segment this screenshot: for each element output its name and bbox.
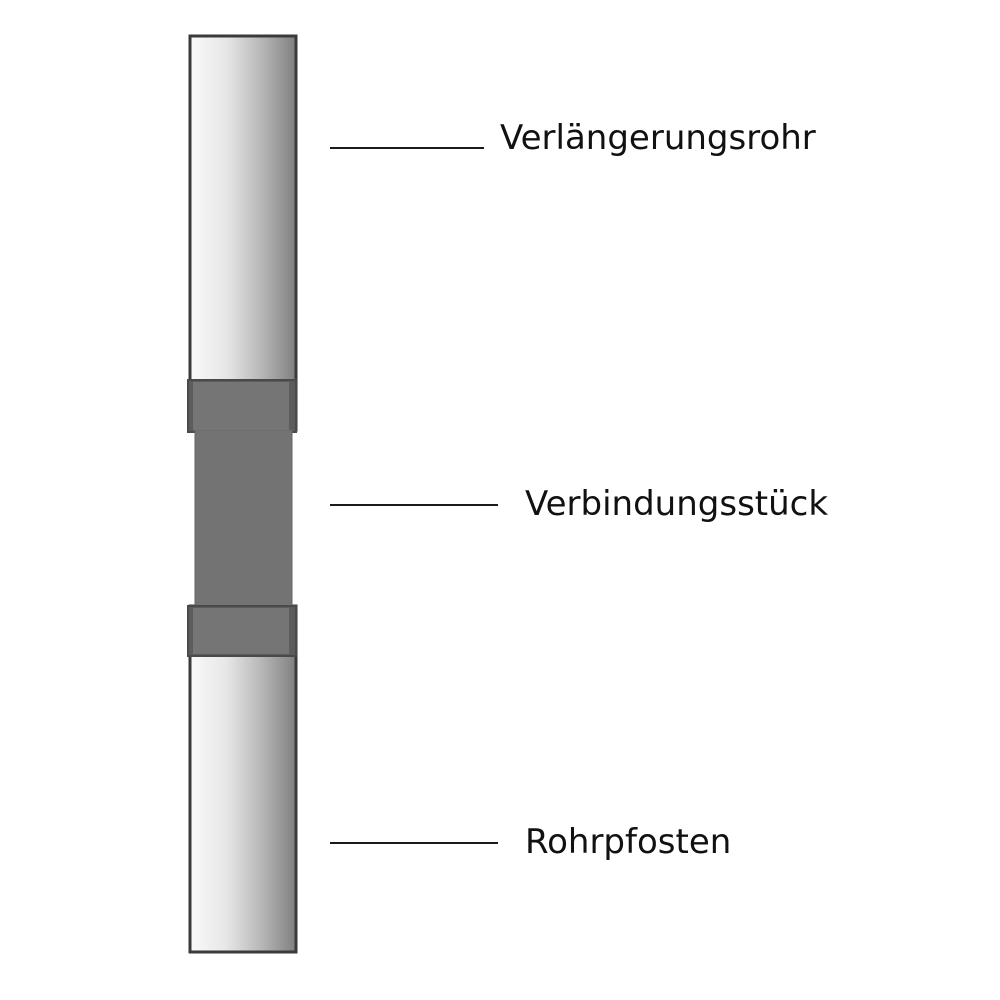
label-pipe-post: Rohrpfosten — [525, 822, 732, 862]
pipe-post — [188, 604, 298, 954]
extension-pipe — [188, 34, 298, 432]
label-connector: Verbindungsstück — [525, 484, 829, 524]
connector-sleeve — [187, 379, 297, 657]
label-extension-pipe: Verlängerungsrohr — [500, 118, 816, 158]
